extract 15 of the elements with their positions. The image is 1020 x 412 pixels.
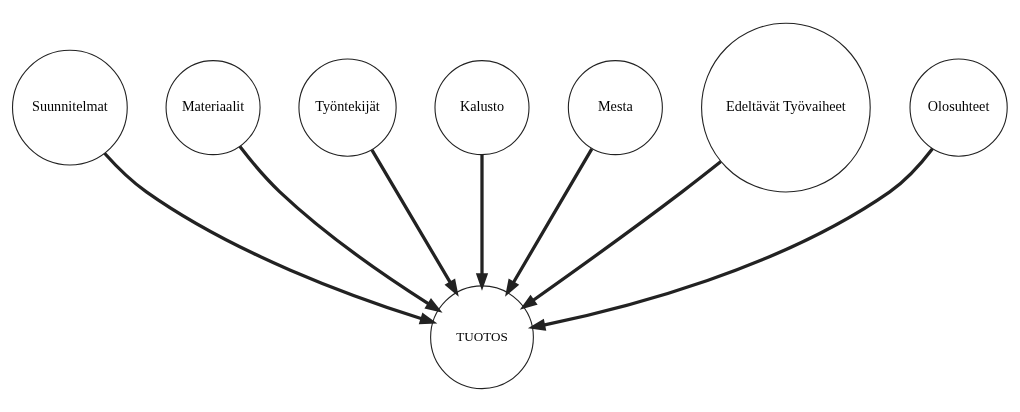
arrow — [238, 145, 443, 313]
node-circle: Materiaalit — [165, 60, 261, 156]
node-circle: Työntekijät — [298, 58, 397, 157]
arrow — [475, 154, 489, 291]
node-circle: Mesta — [567, 60, 663, 156]
arrow — [370, 149, 459, 297]
node-circle: Kalusto — [434, 60, 530, 156]
node-circle: TUOTOS — [430, 285, 534, 390]
arrow — [505, 148, 594, 297]
arrow — [103, 152, 438, 325]
arrow — [519, 160, 722, 310]
arrow — [527, 147, 934, 331]
node-circle: Suunnitelmat — [11, 49, 128, 166]
node-circle: Olosuhteet — [909, 58, 1008, 157]
node-circle: Edeltävät Työvaiheet — [701, 22, 871, 193]
